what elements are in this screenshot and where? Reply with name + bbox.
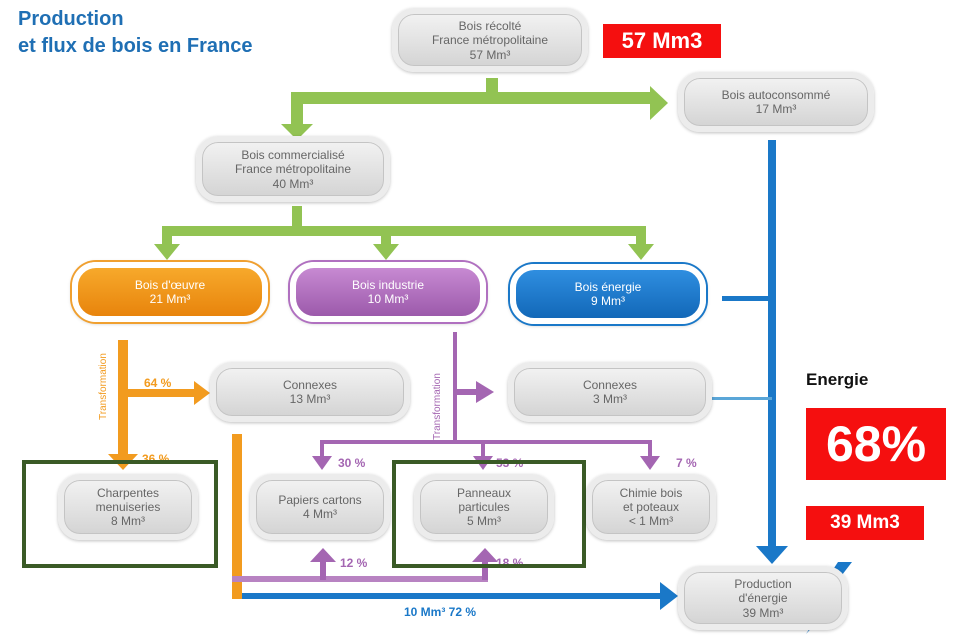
node-value: 57 Mm³ xyxy=(469,47,511,62)
energie-percentage-badge: 68% xyxy=(806,408,946,480)
node-label: Connexes xyxy=(582,378,638,392)
node-connexes-2: Connexes 3 Mm³ xyxy=(508,362,712,422)
node-value: 39 Mm³ xyxy=(742,605,784,620)
purple-flow xyxy=(310,332,660,580)
energie-percentage: 68% xyxy=(825,416,927,472)
node-label: Papiers cartons xyxy=(278,493,362,507)
node-value: 13 Mm³ xyxy=(289,392,331,406)
node-label: particules xyxy=(458,500,510,514)
pct-12: 12 % xyxy=(340,556,368,570)
node-label: menuiseries xyxy=(95,500,161,514)
node-label: France métropolitaine xyxy=(234,161,352,176)
energie-volume: 39 Mm3 xyxy=(830,512,900,533)
node-value: 17 Mm³ xyxy=(755,102,797,116)
node-label: Production xyxy=(734,576,792,591)
title-line-1: Production xyxy=(18,8,124,30)
node-label: Connexes xyxy=(282,378,338,392)
node-label: France métropolitaine xyxy=(431,32,549,47)
pct-30: 30 % xyxy=(338,456,366,470)
node-chimie: Chimie bois et poteaux < 1 Mm³ xyxy=(586,474,716,540)
total-badge: 57 Mm3 xyxy=(603,24,721,58)
node-production-energie: Production d'énergie 39 Mm³ xyxy=(678,566,848,630)
pct-7: 7 % xyxy=(676,456,697,470)
blue-flow xyxy=(232,140,788,610)
node-label: Bois d'œuvre xyxy=(134,278,206,292)
node-label: et poteaux xyxy=(622,500,680,514)
node-value: 8 Mm³ xyxy=(111,514,145,528)
node-value: < 1 Mm³ xyxy=(628,514,674,528)
node-label: Bois récolté xyxy=(458,18,522,33)
green-flow-middle xyxy=(154,206,654,260)
node-connexes-1: Connexes 13 Mm³ xyxy=(210,362,410,422)
node-value: 10 Mm³ xyxy=(367,292,409,306)
node-label: Panneaux xyxy=(456,486,512,500)
node-bois-energie: Bois énergie 9 Mm³ xyxy=(510,264,706,324)
pct-64: 64 % xyxy=(144,376,172,390)
page-title: Production et flux de bois en France xyxy=(18,6,318,60)
bottom-flow-label: 10 Mm³ 72 % xyxy=(404,605,477,619)
green-flow-top xyxy=(281,78,668,140)
node-label: Bois commercialisé xyxy=(241,147,345,162)
energie-label: Energie xyxy=(806,370,869,389)
total-value: 57 Mm3 xyxy=(621,28,703,53)
node-bois-autoconsomme: Bois autoconsommé 17 Mm³ xyxy=(678,72,874,132)
node-value: 5 Mm³ xyxy=(467,514,501,528)
node-bois-oeuvre: Bois d'œuvre 21 Mm³ xyxy=(72,262,268,322)
node-panneaux: Panneaux particules 5 Mm³ xyxy=(414,474,554,540)
node-value: 3 Mm³ xyxy=(593,392,627,406)
node-label: d'énergie xyxy=(738,590,788,605)
node-bois-industrie: Bois industrie 10 Mm³ xyxy=(290,262,486,322)
highlight-frame-panneaux xyxy=(392,460,586,568)
node-value: 4 Mm³ xyxy=(303,507,337,521)
node-label: Bois énergie xyxy=(574,280,642,294)
energie-volume-badge: 39 Mm3 xyxy=(806,506,924,540)
transformation-label-2: Transformation xyxy=(432,373,443,440)
node-bois-recolte: Bois récolté France métropolitaine 57 Mm… xyxy=(392,8,588,72)
node-label: Chimie bois xyxy=(619,486,683,500)
node-value: 9 Mm³ xyxy=(591,294,625,308)
node-charpentes: Charpentes menuiseries 8 Mm³ xyxy=(58,474,198,540)
node-bois-commercialise: Bois commercialisé France métropolitaine… xyxy=(196,136,390,202)
title-line-2: et flux de bois en France xyxy=(18,35,253,57)
node-value: 40 Mm³ xyxy=(272,176,314,191)
highlight-frame-charpentes xyxy=(22,460,218,568)
node-papiers: Papiers cartons 4 Mm³ xyxy=(250,474,390,540)
node-label: Bois industrie xyxy=(351,278,425,292)
transformation-label-1: Transformation xyxy=(98,353,109,420)
node-value: 21 Mm³ xyxy=(149,292,191,306)
node-label: Bois autoconsommé xyxy=(721,88,831,102)
node-label: Charpentes xyxy=(96,486,160,500)
